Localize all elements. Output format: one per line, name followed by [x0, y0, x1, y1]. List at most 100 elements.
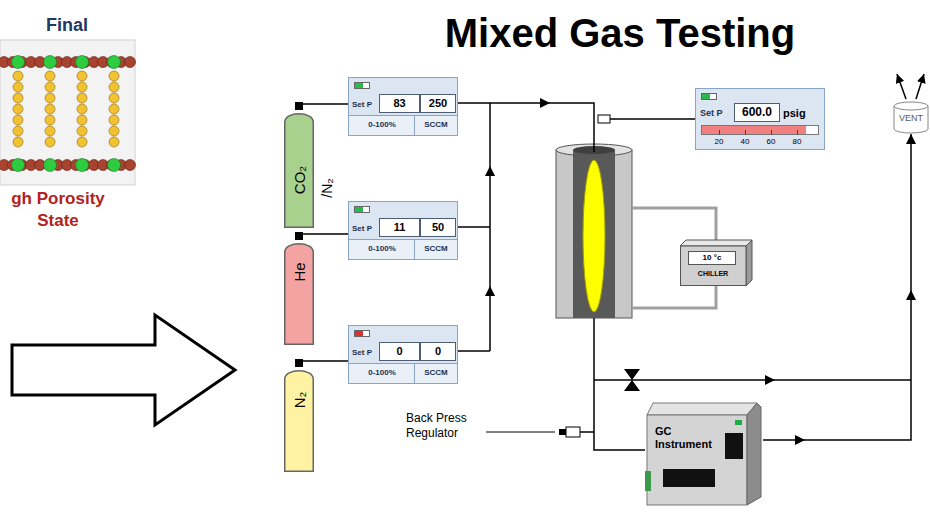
illustration-frame	[0, 40, 135, 185]
bypass-valve	[624, 369, 640, 391]
scale-tick	[745, 130, 746, 135]
flow-value: 50	[420, 218, 456, 237]
unit-label: SCCM	[416, 242, 456, 255]
unit-label: SCCM	[416, 366, 456, 379]
pillar-atom	[77, 104, 87, 114]
framework-illustration	[0, 40, 136, 185]
metal-atom	[76, 56, 89, 69]
cylinder-body	[285, 244, 314, 345]
scale-number: 80	[788, 136, 806, 147]
gas-cylinder: CO₂/N₂	[284, 110, 314, 228]
metal-atom	[12, 56, 25, 69]
pillar-atom	[13, 82, 23, 92]
pillar-atom	[45, 104, 55, 114]
pillar-atom	[13, 93, 23, 103]
chiller-front	[681, 246, 747, 286]
cylinder-body	[285, 114, 314, 228]
chiller-top	[680, 240, 752, 246]
feed-lines	[458, 103, 911, 450]
pressure-fitting	[598, 115, 610, 123]
vent-label: VENT	[893, 111, 929, 125]
setpoint-value: 0	[379, 342, 420, 361]
mass-flow-controller: Set P11500-100%SCCM	[348, 201, 458, 260]
pillar-atom	[109, 82, 119, 92]
pillar-atom	[45, 137, 55, 147]
metal-atom	[108, 56, 121, 69]
gc-slot	[663, 469, 715, 487]
gc-panel	[725, 433, 743, 459]
metal-atom	[44, 56, 57, 69]
vent-top	[894, 102, 928, 110]
instrument-label: GC Instrument	[655, 425, 721, 451]
metal-atom	[44, 159, 57, 172]
setpoint-label: Set P	[700, 103, 734, 123]
status-indicator	[354, 206, 370, 213]
scale-number: 20	[710, 136, 728, 147]
flow-value: 250	[420, 94, 456, 113]
scale-tick	[797, 130, 798, 135]
mass-flow-controller: Set P000-100%SCCM	[348, 325, 458, 384]
gas-label: N₂	[291, 391, 308, 408]
pillar-atom	[45, 93, 55, 103]
setpoint-value: 83	[379, 94, 420, 113]
pillar-atom	[109, 93, 119, 103]
gas-cylinder-shape	[284, 367, 314, 472]
linker-atom	[125, 57, 136, 68]
flow-value: 0	[420, 342, 456, 361]
gc-instrument-shape	[645, 403, 763, 509]
pressure-controller: Set P600.0psig20406080	[695, 88, 825, 150]
setpoint-label: Set P	[352, 343, 379, 362]
range-label: 0-100%	[353, 118, 411, 131]
range-label: 0-100%	[353, 242, 411, 255]
gas-cylinder: He	[284, 240, 314, 345]
pillar-atom	[109, 104, 119, 114]
gc-lid	[647, 403, 757, 415]
unit-label: SCCM	[416, 118, 456, 131]
state-label: Final	[46, 14, 116, 36]
pillar-atom	[109, 71, 119, 81]
cylinder-body	[285, 371, 314, 472]
vent-vessel: VENT	[893, 100, 929, 134]
pillar-atom	[13, 137, 23, 147]
status-indicator	[354, 82, 370, 89]
back-pressure-regulator	[559, 427, 580, 437]
pillar-atom	[77, 137, 87, 147]
chiller-unit: 10 °cCHILLER	[680, 240, 752, 286]
gc-led	[735, 420, 742, 425]
unit-label: psig	[783, 103, 819, 123]
pillar-atom	[13, 115, 23, 125]
pillar-atom	[13, 126, 23, 136]
range-label: 0-100%	[353, 366, 411, 379]
pillar-atom	[13, 71, 23, 81]
status-indicator	[354, 330, 370, 337]
gas-cylinder-shape	[284, 240, 314, 345]
scale-number: 40	[736, 136, 754, 147]
scale-tick	[771, 130, 772, 135]
mass-flow-controller: Set P83250 0-100% SCCM	[348, 77, 458, 136]
pillar-atom	[77, 71, 87, 81]
setpoint-label: Set P	[352, 95, 379, 114]
scale-tick	[719, 130, 720, 135]
vent-arrows	[897, 74, 924, 99]
pillar-atom	[77, 82, 87, 92]
pillar-atom	[45, 126, 55, 136]
pillar-atom	[77, 93, 87, 103]
diagram-title: Mixed Gas Testing	[390, 10, 850, 56]
component-label: Back Press Regulator	[406, 411, 482, 441]
pipe-connector	[763, 134, 911, 440]
pillar-atom	[45, 115, 55, 125]
transition-arrow	[12, 315, 235, 425]
pillar-atom	[77, 115, 87, 125]
row-divider	[414, 115, 415, 135]
pressure-value: 600.0	[734, 103, 780, 122]
pillar-atom	[109, 126, 119, 136]
pillar-atom	[109, 115, 119, 125]
gas-label: He	[291, 262, 308, 281]
pillar-atom	[45, 82, 55, 92]
row-divider	[414, 363, 415, 383]
gas-label: /N₂	[319, 178, 335, 197]
leader-line	[486, 432, 555, 433]
gc-instrument: GC Instrument	[645, 403, 763, 509]
row-divider	[414, 239, 415, 259]
